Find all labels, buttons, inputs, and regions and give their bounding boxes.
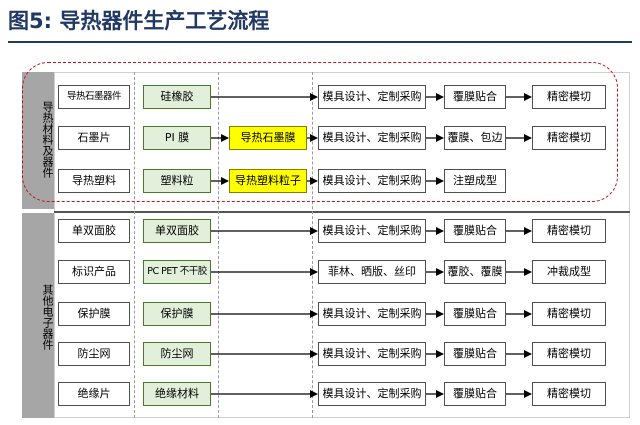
column-divider: [312, 72, 313, 418]
step-box: 覆膜、包边: [444, 126, 506, 150]
process-box: 模具设计、定制采购: [318, 85, 426, 109]
title-rule: [8, 41, 632, 43]
category-box: 导热塑料: [58, 169, 130, 193]
final-box: 精密模切: [532, 85, 606, 109]
material-box: 防尘网: [143, 342, 211, 366]
process-box: 模具设计、定制采购: [318, 342, 426, 366]
category-box: 防尘网: [58, 342, 130, 366]
process-box: 模具设计、定制采购: [318, 169, 426, 193]
final-box: 精密模切: [532, 126, 606, 150]
process-box: 模具设计、定制采购: [318, 382, 426, 406]
group-label-other: 其他电子器件: [41, 284, 54, 350]
step-box: 覆胶、覆膜: [444, 260, 506, 284]
group-label-thermal: 导热材料及器件: [41, 100, 54, 178]
group-separator: [54, 211, 630, 213]
step-box: 覆膜贴合: [444, 85, 506, 109]
group-band-other: [22, 213, 54, 418]
material-box: 单双面胶: [143, 219, 211, 243]
category-box: 石墨片: [58, 126, 130, 150]
category-box: 绝缘片: [58, 382, 130, 406]
final-box: 冲裁成型: [532, 260, 606, 284]
material-box: 硅橡胶: [143, 85, 211, 109]
step-box: 覆膜贴合: [444, 219, 506, 243]
intermediate-box: 导热石墨膜: [229, 126, 307, 150]
step-box: 注塑成型: [444, 169, 506, 193]
column-divider: [218, 72, 219, 418]
final-box: 精密模切: [532, 382, 606, 406]
final-box: 精密模切: [532, 302, 606, 326]
material-box: 塑料粒: [143, 169, 211, 193]
final-box: 精密模切: [532, 219, 606, 243]
material-box: 绝缘材料: [143, 382, 211, 406]
step-box: 覆膜贴合: [444, 302, 506, 326]
material-box: 保护膜: [143, 302, 211, 326]
material-box: PI 膜: [143, 126, 211, 150]
category-box: 导热石墨器件: [58, 85, 130, 109]
thermal-group-outline: [22, 62, 618, 202]
process-box: 菲林、晒版、丝印: [318, 260, 426, 284]
page-title: 图5: 导热器件生产工艺流程: [8, 9, 270, 33]
process-box: 模具设计、定制采购: [318, 126, 426, 150]
category-box: 单双面胶: [58, 219, 130, 243]
final-box: 精密模切: [532, 342, 606, 366]
step-box: 覆膜贴合: [444, 342, 506, 366]
material-box: PC PET 不干胶: [143, 260, 211, 284]
step-box: 覆膜贴合: [444, 382, 506, 406]
category-box: 保护膜: [58, 302, 130, 326]
process-box: 模具设计、定制采购: [318, 302, 426, 326]
intermediate-box: 导热塑料粒子: [229, 169, 307, 193]
column-divider: [134, 72, 135, 418]
category-box: 标识产品: [58, 260, 130, 284]
process-box: 模具设计、定制采购: [318, 219, 426, 243]
